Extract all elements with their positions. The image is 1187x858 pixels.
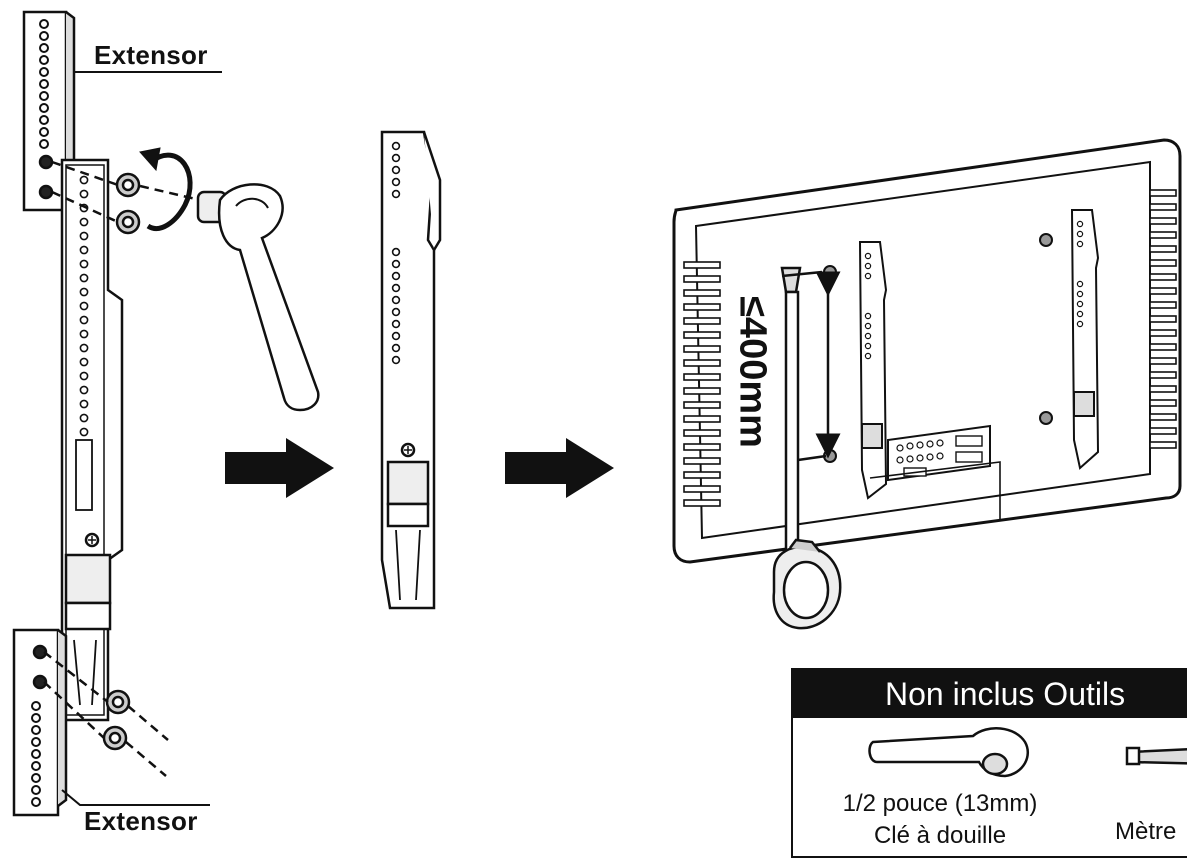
tape-measure-icon [772, 266, 842, 630]
tv-bracket-left [858, 241, 888, 500]
wrench-size-label: 1/2 pouce (13mm) [842, 790, 1038, 817]
step1-assembly [12, 10, 222, 817]
right-vents [1149, 189, 1177, 449]
wrench-tool-icon [868, 727, 1030, 778]
extensor-bottom-label: Extensor [84, 806, 198, 836]
extensor-bottom-part [12, 628, 68, 817]
extensor-top-label: Extensor [94, 40, 208, 70]
tools-header: Non inclus Outils [793, 670, 1187, 718]
tools-not-included-box: Non inclus Outils 1/2 pouce (13mm) Clé à… [791, 668, 1187, 858]
wrench-name-label: Clé à douille [873, 822, 1007, 849]
nuts [102, 172, 141, 751]
tape-tool-icon [1125, 746, 1187, 766]
vesa-measure-label: ≤400mm [731, 296, 774, 448]
connector-panel [887, 424, 991, 482]
tv-bracket-right [1070, 209, 1100, 470]
tv-back-panel [672, 138, 1182, 564]
right-arrow-icon [225, 438, 614, 498]
socket-wrench-icon [196, 183, 320, 412]
step2-bracket [380, 130, 442, 610]
left-vents [683, 261, 721, 507]
rotate-arrow-icon [139, 147, 193, 231]
bracket-main-part [60, 158, 124, 722]
tape-measure-name-label: Mètre [1115, 818, 1177, 845]
tools-icons [868, 727, 1187, 778]
